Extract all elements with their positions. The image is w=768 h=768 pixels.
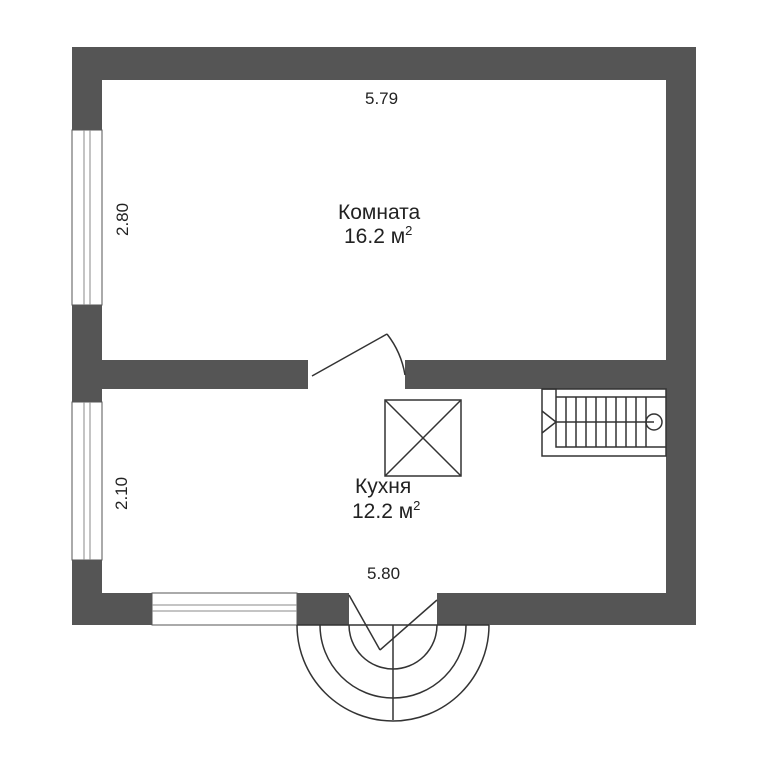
hatch-square — [384, 399, 462, 477]
window-left-lower — [71, 401, 103, 561]
room-name-top: Комната — [338, 201, 421, 224]
room-name-bottom: Кухня — [355, 475, 411, 498]
top-wall — [72, 47, 696, 80]
room-area-bottom: 12.2 м2 — [352, 498, 420, 523]
window-left-upper — [71, 129, 103, 306]
bottom-wall-left — [72, 593, 152, 625]
dim-bottom-width: 5.80 — [367, 564, 400, 583]
right-wall — [666, 47, 696, 625]
entrance-porch — [296, 594, 490, 722]
bottom-wall-mid — [297, 593, 349, 625]
window-bottom — [151, 592, 298, 626]
interior-door — [311, 333, 406, 377]
interior-wall-left — [72, 360, 308, 389]
room-area-top: 16.2 м2 — [344, 223, 412, 248]
left-wall-upper — [72, 47, 102, 130]
bottom-wall-right — [437, 593, 696, 625]
walls — [72, 47, 696, 625]
staircase — [541, 388, 667, 457]
dim-top-width: 5.79 — [365, 89, 398, 108]
interior-wall-right — [405, 360, 696, 389]
dim-top-height: 2.80 — [113, 203, 132, 236]
dim-bottom-height: 2.10 — [112, 477, 131, 510]
